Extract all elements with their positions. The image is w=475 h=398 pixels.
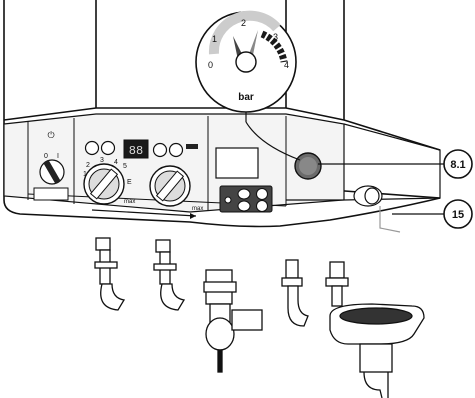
pipe-valve-4[interactable] xyxy=(282,260,308,326)
svg-text:⏻: ⏻ xyxy=(47,130,54,140)
display-digits: 88 xyxy=(129,144,143,158)
pipe-valve-1[interactable] xyxy=(95,238,124,310)
power-switch-on-label: I xyxy=(57,153,59,160)
gauge-tick-4: 4 xyxy=(284,60,289,70)
heating-dial-mark-max: max xyxy=(124,199,135,205)
gauge-tick-3: 3 xyxy=(273,32,278,42)
gauge-tick-0: 0 xyxy=(208,60,213,70)
heating-dial-mark-3: 3 xyxy=(100,157,104,164)
heating-dial-mark-5: 5 xyxy=(123,163,127,170)
pipe-valve-2[interactable] xyxy=(154,240,184,310)
power-switch-off-label: 0 xyxy=(44,153,48,160)
gauge-unit-label: bar xyxy=(238,92,254,103)
gauge-tick-1: 1 xyxy=(212,34,217,44)
pipe-valve-5[interactable] xyxy=(326,262,348,306)
hot-water-dial-mark-max: max xyxy=(192,206,203,212)
callout-15: 15 xyxy=(392,200,472,228)
digital-display: 88 xyxy=(124,140,148,158)
program-button-top[interactable] xyxy=(238,189,250,199)
reset-slot[interactable] xyxy=(186,144,198,149)
arrow-up-button[interactable] xyxy=(257,189,268,200)
heating-dial-mark-2: 2 xyxy=(86,162,90,169)
program-button-bottom[interactable] xyxy=(238,201,250,211)
gas-valve[interactable] xyxy=(204,270,262,372)
callout-15-label: 15 xyxy=(452,209,464,221)
heating-dial-mark-e: E xyxy=(127,179,132,186)
panel-pressure-gauge xyxy=(295,153,321,179)
gauge-tick-2: 2 xyxy=(241,18,246,28)
heating-dial-mark-1: 1 xyxy=(83,171,87,178)
arrow-down-button[interactable] xyxy=(257,201,268,212)
callout-8-1-label: 8.1 xyxy=(450,159,465,171)
drain-funnel xyxy=(330,304,424,398)
pipe-connections xyxy=(95,238,424,398)
heating-dial-mark-4: 4 xyxy=(114,159,118,166)
control-panel: ⏻ 0 I 88 1 2 3 4 5 E xyxy=(4,114,344,219)
